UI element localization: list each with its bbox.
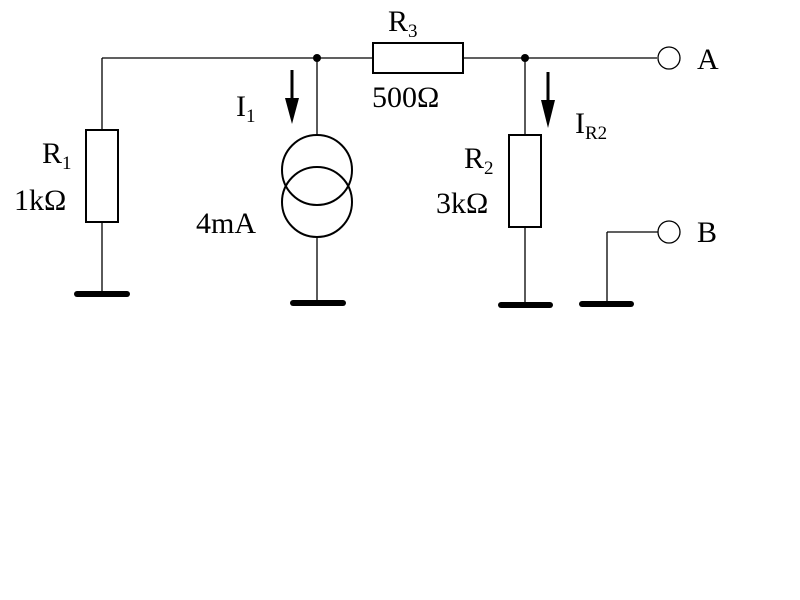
ir2-arrow <box>541 72 555 128</box>
r3-label: R3 <box>388 5 418 42</box>
terminal-a-circle <box>657 46 681 70</box>
r1-value: 1kΩ <box>14 184 66 217</box>
current-source-circle-top <box>281 134 353 206</box>
terminal-b-circle <box>657 220 681 244</box>
r3-value: 500Ω <box>372 81 439 114</box>
r3-resistor <box>372 42 464 74</box>
i1-value: 4mA <box>196 207 256 240</box>
r2-resistor <box>508 134 542 228</box>
r1-resistor <box>85 129 119 223</box>
i1-branch <box>281 54 353 306</box>
terminal-b-branch <box>579 220 681 307</box>
current-source-circle-bottom <box>281 166 353 238</box>
top-wire <box>101 57 657 130</box>
r2-label: R2 <box>464 142 494 179</box>
r2-branch <box>498 54 555 308</box>
r1-label: R1 <box>42 137 72 174</box>
ir2-label: IR2 <box>575 107 607 144</box>
i1-label: I1 <box>236 90 256 127</box>
r2-value: 3kΩ <box>436 187 488 220</box>
r1-branch <box>74 129 130 297</box>
terminal-a-label: A <box>697 43 719 76</box>
terminal-b-label: B <box>697 216 717 249</box>
i1-arrow <box>285 70 299 124</box>
